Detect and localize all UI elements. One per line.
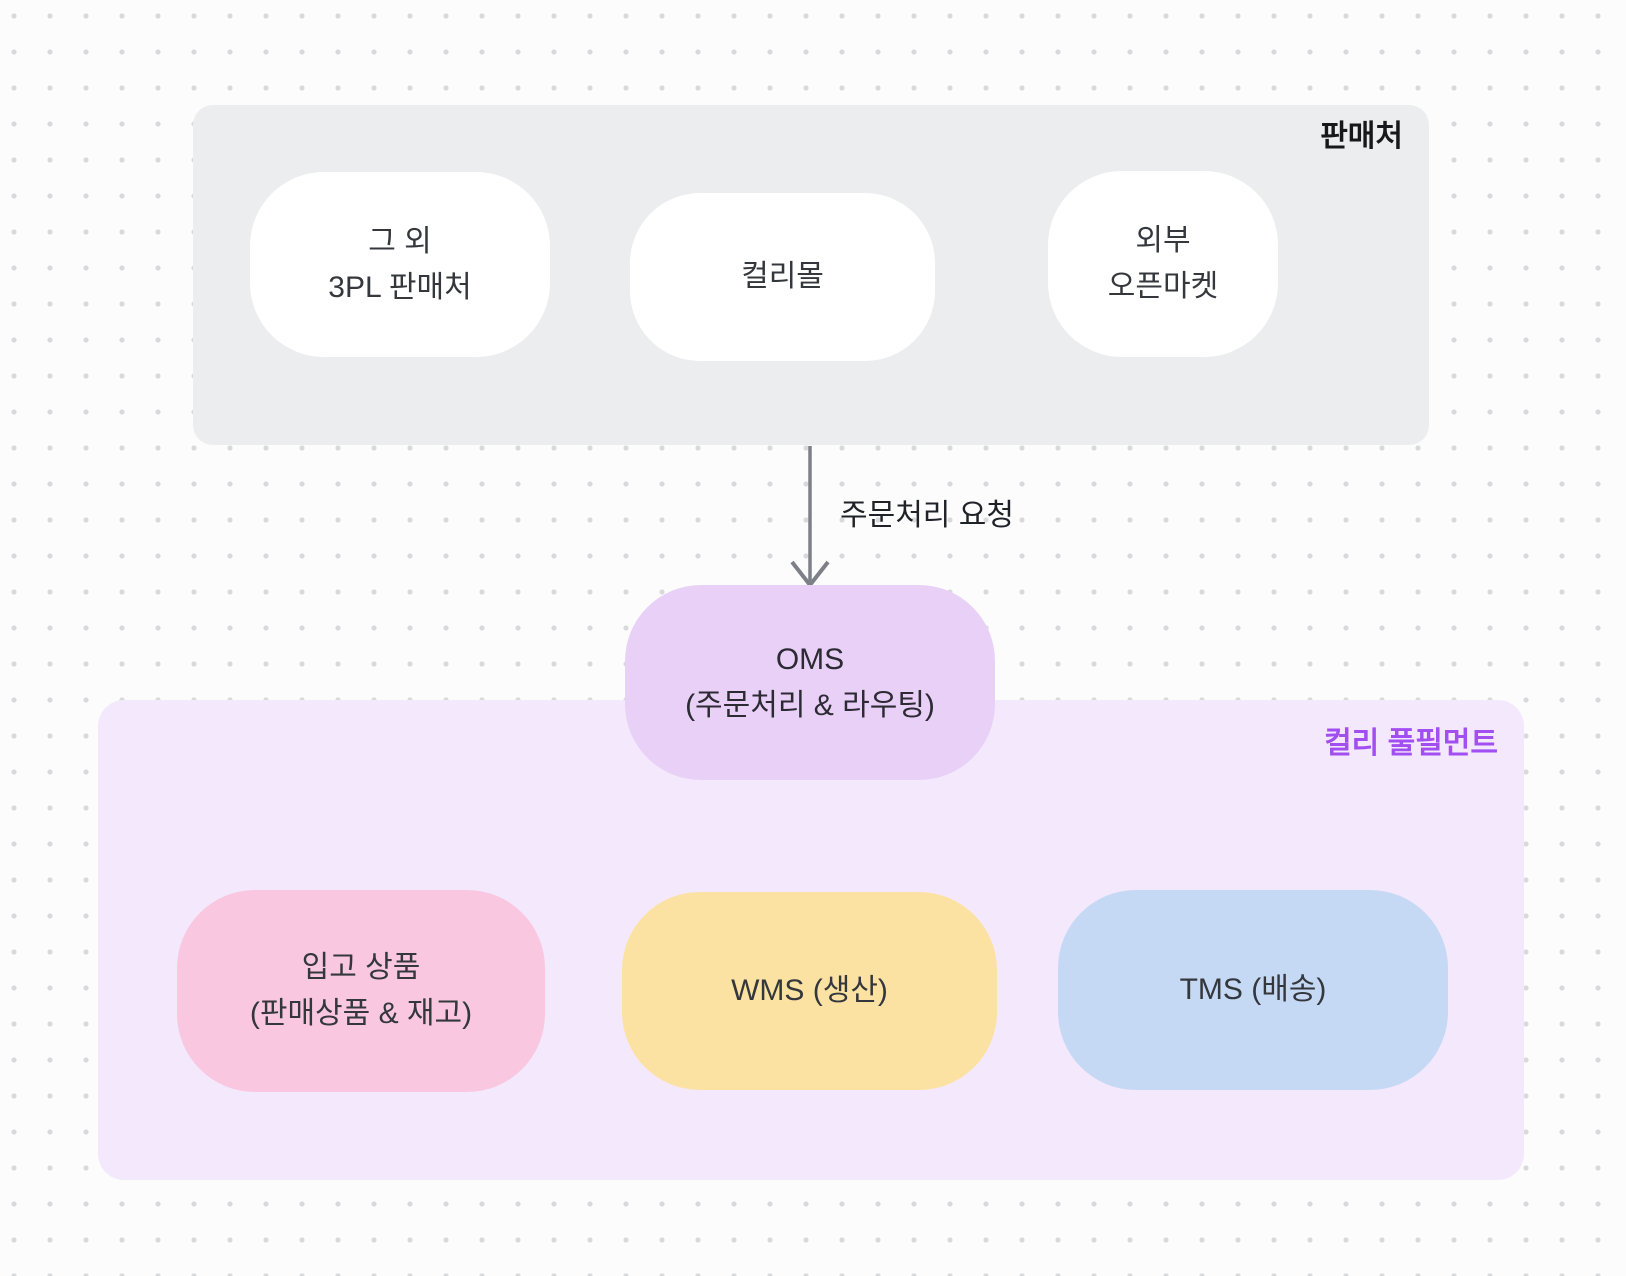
node-label-line: TMS (배송) bbox=[1179, 973, 1327, 1006]
node-label-line: WMS (생산) bbox=[731, 974, 888, 1007]
down-arrow-icon bbox=[790, 446, 830, 589]
node-inbound-goods: 입고 상품 (판매상품 & 재고) bbox=[177, 890, 545, 1092]
node-wms: WMS (생산) bbox=[622, 892, 997, 1090]
node-label-line: 컬리몰 bbox=[741, 260, 824, 293]
node-oms: OMS (주문처리 & 라우팅) bbox=[625, 585, 995, 780]
fulfillment-section-label: 컬리 풀필먼트 bbox=[1324, 727, 1498, 760]
node-kurly-mall: 컬리몰 bbox=[630, 193, 935, 361]
sellers-section: 판매처 그 외 3PL 판매처 컬리몰 외부 오픈마켓 bbox=[193, 105, 1429, 445]
sellers-section-label: 판매처 bbox=[1320, 120, 1403, 153]
node-external-open-market: 외부 오픈마켓 bbox=[1048, 171, 1278, 357]
node-label-line: 외부 bbox=[1135, 224, 1191, 257]
node-label-line: 3PL 판매처 bbox=[328, 270, 472, 304]
node-label-line: (주문처리 & 라우팅) bbox=[685, 688, 935, 722]
node-label-line: 입고 상품 bbox=[301, 951, 421, 984]
node-label-line: (판매상품 & 재고) bbox=[249, 997, 473, 1030]
node-label-line: 그 외 bbox=[368, 224, 432, 258]
arrow-label: 주문처리 요청 bbox=[840, 499, 1014, 532]
node-other-3pl-sellers: 그 외 3PL 판매처 bbox=[250, 172, 550, 357]
node-label-line: 오픈마켓 bbox=[1107, 270, 1219, 303]
node-tms: TMS (배송) bbox=[1058, 890, 1448, 1090]
fulfillment-section: 컬리 풀필먼트 입고 상품 (판매상품 & 재고) WMS (생산) TMS (… bbox=[98, 700, 1524, 1180]
node-label-line: OMS bbox=[775, 642, 845, 676]
